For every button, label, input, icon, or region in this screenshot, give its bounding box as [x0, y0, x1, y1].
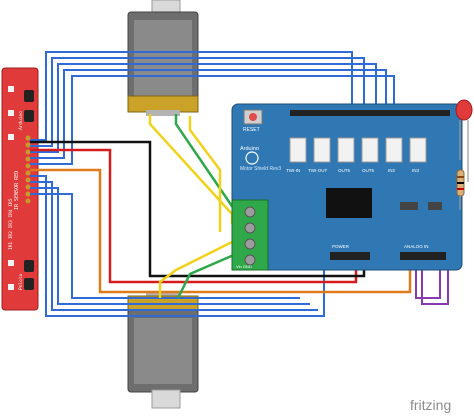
port-label-1: TWI-IN	[286, 168, 300, 173]
arduino-logo-icon	[245, 151, 259, 165]
port-label-5: IN2	[388, 168, 396, 173]
blue-wires-bottom	[30, 175, 325, 317]
red-led	[455, 99, 473, 182]
orange-wire	[30, 168, 412, 294]
sensor-label-1: IR SENSOR RED	[14, 171, 20, 210]
port-label-3: OUT5	[338, 168, 350, 173]
blue-wires-top	[30, 51, 395, 165]
sensor-label-4: Arduino	[18, 111, 24, 130]
resistor	[456, 169, 465, 210]
port-label-4: OUT5	[362, 168, 374, 173]
black-wire	[30, 140, 366, 278]
port-label-6: IN3	[412, 168, 420, 173]
sensor-label-2: IR1 IR2 IR3 IR4 IR5	[8, 198, 14, 250]
motor-wires	[148, 114, 238, 299]
motor-shield-board: RESET Arduino Motor Shield Rev3 TWI-IN T…	[231, 103, 463, 271]
terminal-label: Vin GND	[236, 264, 252, 269]
ports	[289, 137, 427, 163]
fritzing-watermark: fritzing	[410, 397, 451, 413]
sensor-label-3: Pololu	[18, 273, 24, 290]
analog-label: ANALOG IN	[404, 244, 429, 249]
brand-label: Arduino	[240, 146, 259, 152]
shield-title: Motor Shield Rev3	[240, 166, 281, 172]
ir-sensor-board: IR SENSOR RED IR1 IR2 IR3 IR4 IR5 Pololu…	[1, 67, 39, 311]
power-label: POWER	[332, 244, 350, 249]
reset-label: RESET	[243, 127, 260, 133]
driver-chip	[326, 188, 372, 218]
port-label-2: TWI-OUT	[308, 168, 327, 173]
